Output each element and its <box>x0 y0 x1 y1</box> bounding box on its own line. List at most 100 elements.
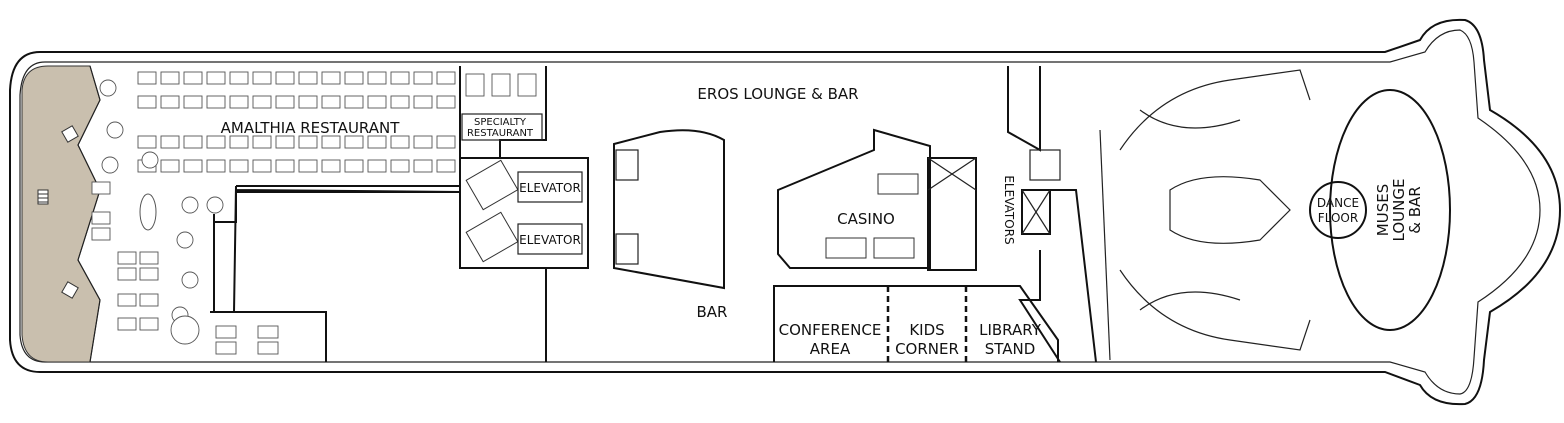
elevator-label-1: ELEVATOR <box>519 181 581 195</box>
table <box>413 71 433 85</box>
table <box>206 159 226 173</box>
round-table <box>99 79 117 97</box>
table <box>215 325 237 339</box>
furniture <box>91 71 537 355</box>
muses-label-1: MUSES <box>1374 184 1392 236</box>
library-stand-label-2: STAND <box>985 340 1036 358</box>
table <box>367 135 387 149</box>
table <box>139 267 159 281</box>
table <box>436 71 456 85</box>
table <box>413 159 433 173</box>
table <box>275 135 295 149</box>
table <box>139 293 159 307</box>
elevators-area <box>1007 66 1097 363</box>
table <box>215 341 237 355</box>
table <box>160 95 180 109</box>
table <box>229 135 249 149</box>
table <box>139 317 159 331</box>
round-table <box>181 196 199 214</box>
table <box>344 159 364 173</box>
hull <box>9 18 1562 406</box>
table <box>390 159 410 173</box>
kids-corner-label-2: CORNER <box>895 340 959 358</box>
table <box>390 135 410 149</box>
table <box>91 227 111 241</box>
table <box>298 135 318 149</box>
bar-area <box>545 129 725 362</box>
elevators-label: ELEVATORS <box>1002 175 1016 244</box>
restroom-icon <box>615 233 639 265</box>
muses-label-3: & BAR <box>1406 186 1424 233</box>
table <box>160 71 180 85</box>
table <box>298 159 318 173</box>
conference-label-1: CONFERENCE <box>779 321 882 339</box>
conference-label-2: AREA <box>810 340 851 358</box>
table <box>117 251 137 265</box>
table <box>137 71 157 85</box>
table <box>344 95 364 109</box>
table <box>91 211 111 225</box>
table <box>137 135 157 149</box>
table <box>252 159 272 173</box>
round-table <box>170 315 200 345</box>
table <box>257 325 279 339</box>
elevator-label-2: ELEVATOR <box>519 233 581 247</box>
table <box>298 95 318 109</box>
table <box>517 73 537 97</box>
casino-area <box>777 128 977 271</box>
table <box>491 73 511 97</box>
round-table <box>141 151 159 169</box>
table <box>117 293 137 307</box>
table <box>206 135 226 149</box>
stairs-icon <box>37 189 49 205</box>
dance-floor-label-2: FLOOR <box>1318 211 1358 225</box>
long-table <box>139 193 157 231</box>
casino-label: CASINO <box>837 210 895 228</box>
round-table <box>106 121 124 139</box>
amalthia-restaurant <box>210 66 547 362</box>
table <box>413 95 433 109</box>
table <box>465 73 485 97</box>
table <box>91 181 111 195</box>
table <box>206 95 226 109</box>
table <box>321 135 341 149</box>
table <box>117 267 137 281</box>
table <box>298 71 318 85</box>
table <box>436 135 456 149</box>
table <box>160 159 180 173</box>
table <box>275 71 295 85</box>
table <box>275 95 295 109</box>
table <box>117 317 137 331</box>
muses-label-group: MUSES LOUNGE & BAR <box>1374 179 1424 242</box>
table <box>321 159 341 173</box>
restroom-icon <box>615 149 639 181</box>
round-table <box>176 231 194 249</box>
table <box>252 71 272 85</box>
table <box>321 71 341 85</box>
table <box>229 159 249 173</box>
library-stand-label-1: LIBRARY <box>979 321 1042 339</box>
table <box>137 95 157 109</box>
round-table <box>206 196 224 214</box>
amalthia-restaurant-label: AMALTHIA RESTAURANT <box>221 119 401 137</box>
table <box>436 95 456 109</box>
muses-label-2: LOUNGE <box>1390 179 1408 242</box>
round-table <box>181 271 199 289</box>
muses-lounge <box>1099 69 1451 361</box>
round-table <box>101 156 119 174</box>
table <box>183 95 203 109</box>
specialty-restaurant-label-1: SPECIALTY <box>474 117 527 128</box>
table <box>206 71 226 85</box>
table <box>229 71 249 85</box>
conference-zone <box>773 285 1059 362</box>
table <box>367 95 387 109</box>
table <box>390 95 410 109</box>
eros-lounge-label: EROS LOUNGE & BAR <box>697 85 858 103</box>
table <box>436 159 456 173</box>
elevator-block <box>459 157 589 269</box>
table <box>367 159 387 173</box>
stairs-icon <box>61 125 79 143</box>
table <box>252 135 272 149</box>
specialty-restaurant <box>461 113 543 141</box>
